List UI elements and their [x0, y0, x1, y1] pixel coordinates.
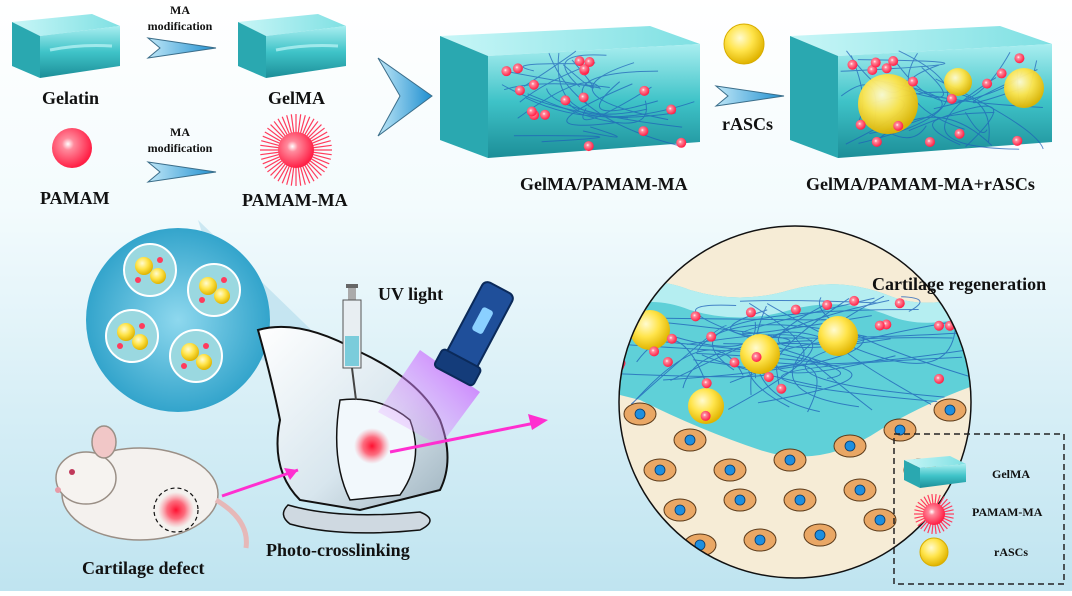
- ma-modification-top-line1: MA: [170, 3, 190, 17]
- defect-spot: [354, 428, 390, 464]
- injection-bubble: [86, 228, 270, 412]
- mouse-icon: [55, 426, 246, 548]
- gelma-block-icon: [238, 14, 346, 78]
- gelatin-block-icon: [12, 14, 120, 78]
- gelma-label: GelMA: [268, 88, 325, 108]
- photo-crosslinking-label: Photo-crosslinking: [266, 540, 410, 560]
- legend-rascs-label: rASCs: [994, 545, 1028, 559]
- gelatin-label: Gelatin: [42, 88, 99, 108]
- pamam-ma-label: PAMAM-MA: [242, 190, 348, 210]
- uv-light-label: UV light: [378, 284, 443, 304]
- final-hydrogel-icon: [790, 26, 1052, 158]
- arrow-right-icon: [148, 38, 216, 58]
- final-label: GelMA/PAMAM-MA+rASCs: [806, 174, 1035, 194]
- cartilage-regeneration-label: Cartilage regeneration: [872, 274, 1046, 294]
- composite-hydrogel-icon: [440, 26, 700, 158]
- legend-rascs-icon: [920, 538, 948, 566]
- legend-gelma-icon: [904, 456, 966, 488]
- ma-modification-bottom-line1: MA: [170, 125, 190, 139]
- ma-modification-top-line2: modification: [148, 19, 213, 33]
- pamam-ma-spiky-icon: [260, 114, 332, 186]
- legend-gelma-label: GelMA: [992, 467, 1030, 481]
- ma-modification-bottom-line2: modification: [148, 141, 213, 155]
- arrow-right-icon: [716, 86, 784, 106]
- rascs-cell-icon: [724, 24, 764, 64]
- pamam-sphere-icon: [52, 128, 92, 168]
- legend-pamam-ma-label: PAMAM-MA: [972, 505, 1043, 519]
- rascs-label: rASCs: [722, 114, 773, 134]
- big-chevron-arrow-icon: [378, 58, 432, 136]
- cartilage-defect-label: Cartilage defect: [82, 558, 204, 578]
- arrow-right-icon: [148, 162, 216, 182]
- composite-label: GelMA/PAMAM-MA: [520, 174, 688, 194]
- pamam-label: PAMAM: [40, 188, 110, 208]
